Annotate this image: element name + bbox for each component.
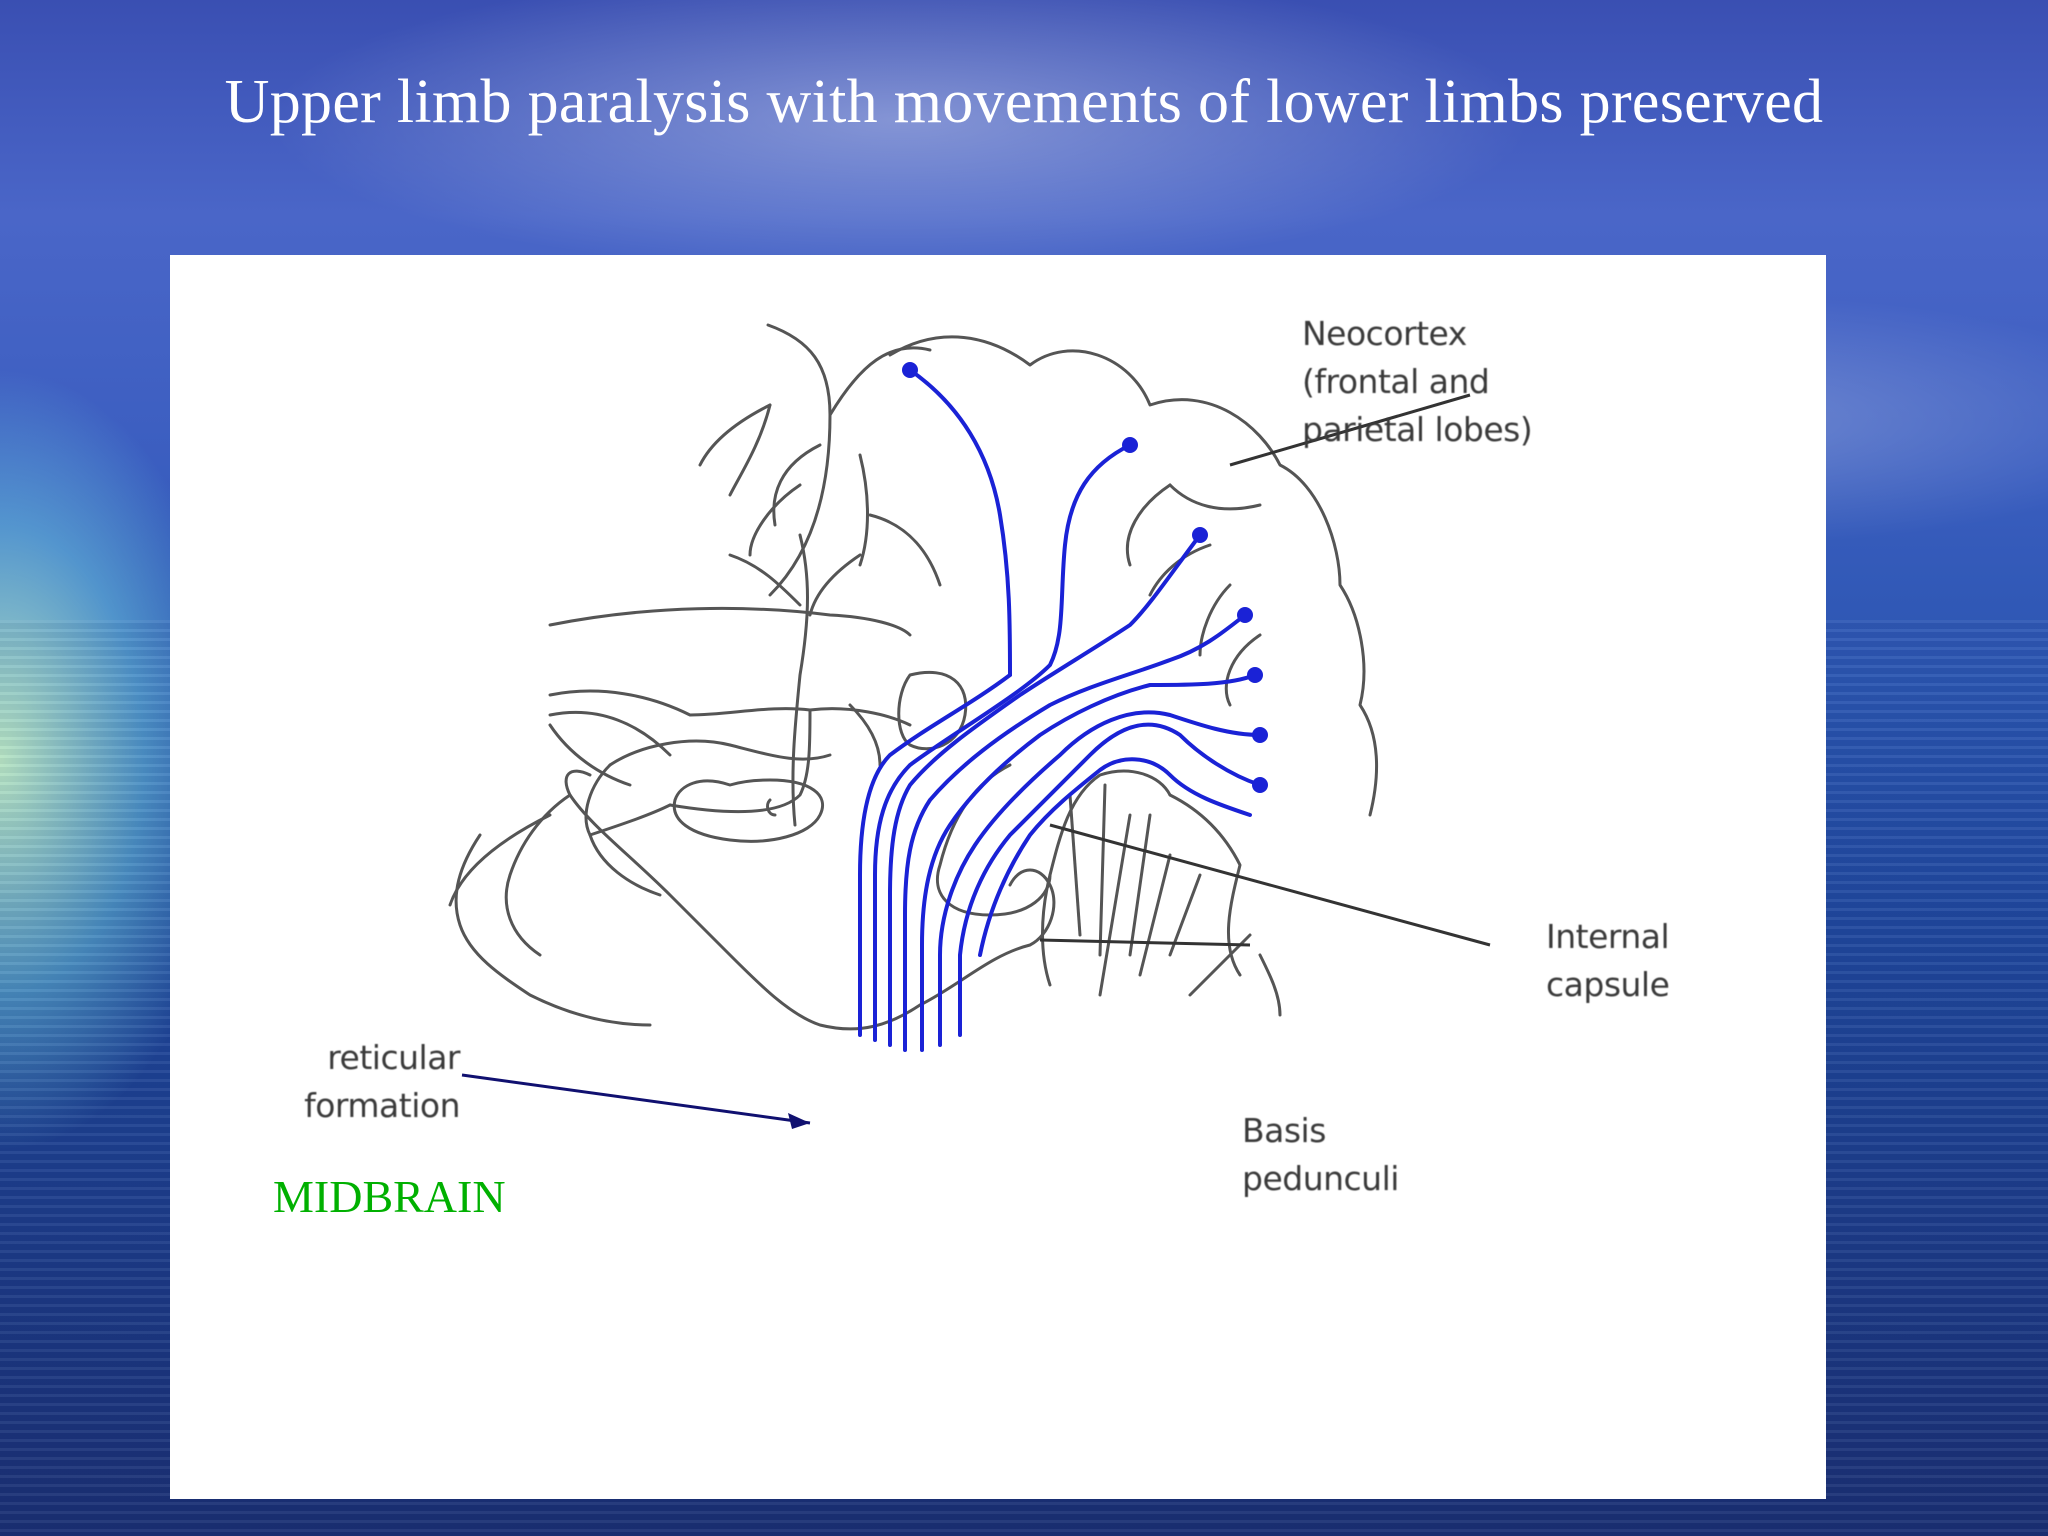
- leader-lines: [1039, 393, 1491, 947]
- basis-pedunculi-label: Basis pedunculi: [1242, 1107, 1399, 1203]
- internal-capsule-label-line-1: Internal: [1546, 917, 1670, 956]
- internal-capsule-label-line-2: capsule: [1546, 965, 1670, 1004]
- reticular-formation-label-line-1: reticular: [327, 1038, 460, 1077]
- diagram-panel: Neocortex (frontal and parietal lobes) I…: [170, 255, 1826, 1499]
- neocortex-label-line-1: Neocortex: [1302, 314, 1467, 353]
- slide-title: Upper limb paralysis with movements of l…: [224, 68, 1824, 136]
- midbrain-label: MIDBRAIN: [273, 1171, 506, 1222]
- brain-diagram: [448, 323, 1491, 1129]
- reticular-formation-label: reticular formation: [250, 1034, 460, 1130]
- internal-capsule-label: Internal capsule: [1546, 913, 1670, 1009]
- neocortex-label: Neocortex (frontal and parietal lobes): [1302, 310, 1533, 454]
- neocortex-label-line-3: parietal lobes): [1302, 410, 1533, 449]
- cortical-neurons: [902, 362, 1268, 793]
- basis-pedunculi-label-line-2: pedunculi: [1242, 1159, 1399, 1198]
- reticular-arrow: [461, 1073, 811, 1129]
- basis-pedunculi-label-line-1: Basis: [1242, 1111, 1326, 1150]
- brain-outline: [448, 323, 1378, 1031]
- reticular-formation-label-line-2: formation: [304, 1086, 460, 1125]
- corticospinal-tract: [858, 368, 1262, 1052]
- neocortex-label-line-2: (frontal and: [1302, 362, 1490, 401]
